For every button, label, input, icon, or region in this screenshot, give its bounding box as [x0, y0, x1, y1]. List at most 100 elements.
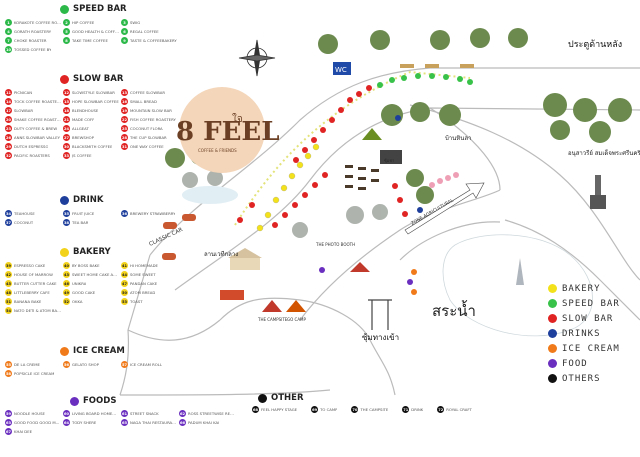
entry-number-badge: 65: [121, 419, 128, 426]
entry-name: BLENDHOUSE: [72, 108, 99, 113]
photo-booth-label: THE PHOTO BOOTH: [315, 242, 355, 247]
entry-number-badge: 29: [5, 143, 12, 150]
key-label: SPEED BAR: [562, 298, 620, 309]
entry-number-badge: 40: [63, 262, 70, 269]
lake-shape: [442, 234, 593, 337]
feel-logo: 8 FEEL ใจ COFFEE & FRIENDS: [176, 87, 280, 173]
entry-number-badge: 70: [351, 406, 359, 413]
knowledge-label: บ้านหินลา: [445, 135, 471, 142]
toilet-icon: WC: [333, 62, 351, 75]
entry-name: TOCK COFFEE ROASTERS: [14, 99, 61, 104]
entry-name: ESPRESSO CAKE: [14, 263, 46, 268]
agri-dots: [429, 172, 459, 188]
gate-icon: [368, 299, 392, 330]
slow-bar-dot-icon: [60, 74, 69, 84]
small-pond: [182, 186, 238, 204]
entry-number-badge: 26: [5, 134, 12, 141]
entry-name: GOOD HEALTH & COFFEE ROAST: [72, 29, 119, 34]
entry-name: HOPE SLOWBAR COFFEE: [72, 99, 119, 104]
entry-number-badge: 36: [121, 210, 128, 217]
key-item: OTHERS: [548, 371, 620, 386]
entry-number-badge: 53: [121, 298, 128, 305]
entry-number-badge: 21: [63, 116, 70, 123]
logo-script-text: ใจ: [232, 113, 243, 125]
entry-name: GELATO SHOP: [72, 362, 99, 367]
entry-name: TEAHOUSE: [14, 211, 35, 216]
camp-b-label: GO CAMP: [287, 317, 307, 322]
key-dot-icon: [548, 344, 557, 353]
key-label: FOOD: [562, 358, 588, 369]
entry-number-badge: 57: [121, 361, 128, 368]
entry-number-badge: 43: [63, 271, 70, 278]
speed-bar-path: [234, 70, 471, 226]
entry-name: SWEET HOME CAKE AND BAKERY: [72, 272, 119, 277]
entry-number-badge: 24: [63, 125, 70, 132]
entry-name: SWIG: [130, 20, 141, 25]
entry-name: DE LA CREME: [14, 362, 40, 367]
entry-number-badge: 32: [5, 152, 12, 159]
entrance-top-label: ประตูด้านหลัง: [568, 39, 622, 50]
entry-name: COFFEE SLOWBAR: [130, 90, 165, 95]
entry-name: BY BOSS BAKE: [72, 263, 100, 268]
entry-name: ROYAL CRAFT: [446, 407, 472, 412]
entry-number-badge: 62: [179, 410, 186, 417]
entry-number-badge: 56: [63, 361, 70, 368]
entry-name: TASTE & COFFEEBAKERY: [130, 38, 177, 43]
entry-name: BREWSHOP: [72, 135, 94, 140]
entry-number-badge: 67: [5, 428, 12, 435]
speed-bar-dot-icon: [60, 4, 69, 14]
foods-title: FOODS: [70, 396, 116, 406]
entry-name: PANDAN CAKE: [130, 281, 158, 286]
stall-dots: [237, 73, 473, 295]
entry-name: STREET SNACK: [130, 411, 159, 416]
entry-number-badge: 4: [5, 28, 12, 35]
entry-number-badge: 54: [5, 307, 12, 314]
stage-label: ลานเวทีกลาง: [204, 250, 238, 258]
entry-name: SLOWSTYLE SLOWBAR: [72, 90, 115, 95]
entry-name: GOOD FOOD GOOD MOOD: [14, 420, 61, 425]
entry-name: REGAL COFFEE: [130, 29, 159, 34]
svg-text:WC: WC: [335, 66, 347, 74]
entry-name: MOUNTAIN SLOW BAR: [130, 108, 172, 113]
entry-number-badge: 66: [179, 419, 186, 426]
entry-number-badge: 45: [5, 280, 12, 287]
entry-number-badge: 6: [121, 28, 128, 35]
campsite-icons: [262, 128, 382, 312]
entry-number-badge: 60: [63, 410, 70, 417]
key-dot-icon: [548, 374, 557, 383]
entry-name: TOAST: [130, 299, 143, 304]
entry-number-badge: 23: [5, 125, 12, 132]
bakery-dot-icon: [60, 247, 69, 257]
entry-name: TEA BAR: [72, 220, 89, 225]
entry-number-badge: 58: [5, 370, 12, 377]
sign-board: [380, 150, 402, 164]
key-item: DRINKS: [548, 326, 620, 341]
entry-name: COCONUT: [14, 220, 34, 225]
entry-name: TAKE TIME COFFEE: [72, 38, 108, 43]
entry-name: ALLGEAT: [72, 126, 89, 131]
entry-name: PADUM KHAI KAI: [188, 420, 220, 425]
